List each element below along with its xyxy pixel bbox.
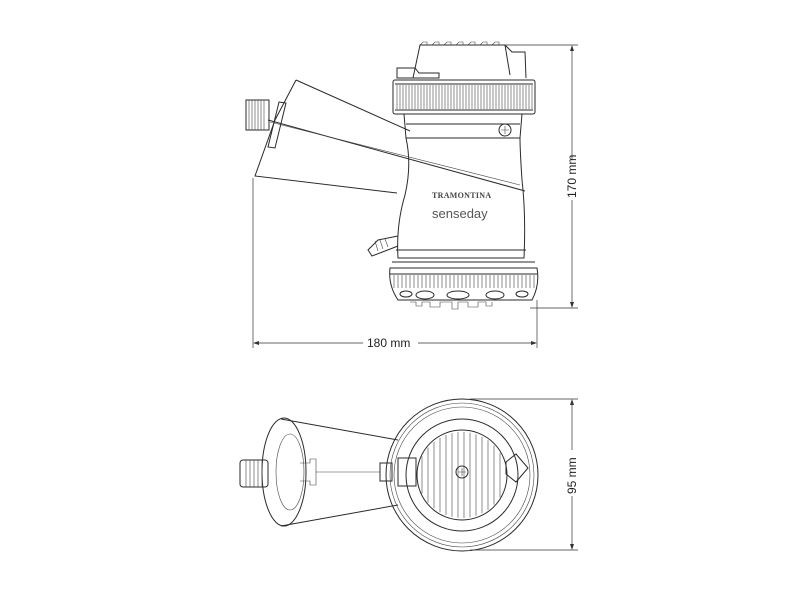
knurled-ring (392, 79, 536, 115)
top-view: 95 mm (239, 398, 579, 552)
hose-nipple (367, 235, 399, 257)
inlet-nozzle (254, 79, 526, 194)
depth-dimension: 95 mm (470, 398, 579, 551)
screw-icon (455, 465, 469, 479)
cone-outline (280, 418, 399, 527)
height-dimension: 170 mm (500, 44, 579, 309)
depth-label: 95 mm (565, 457, 579, 494)
brand-label: TRAMONTINA (432, 191, 491, 200)
main-body (397, 137, 526, 259)
width-label: 180 mm (367, 336, 410, 350)
latch-icon (505, 453, 529, 483)
model-label: senseday (432, 206, 488, 221)
height-label: 170 mm (565, 155, 579, 198)
width-dimension: 180 mm (252, 178, 538, 350)
cone-flange (261, 417, 307, 527)
shower-body-top (385, 398, 539, 552)
top-cap (396, 41, 527, 79)
threaded-fitting-top (239, 459, 269, 488)
collar (403, 113, 523, 139)
threaded-fitting (245, 99, 270, 131)
side-view: TRAMONTINA senseday (245, 41, 579, 350)
screw-icon (498, 123, 512, 137)
spray-head (389, 267, 539, 310)
